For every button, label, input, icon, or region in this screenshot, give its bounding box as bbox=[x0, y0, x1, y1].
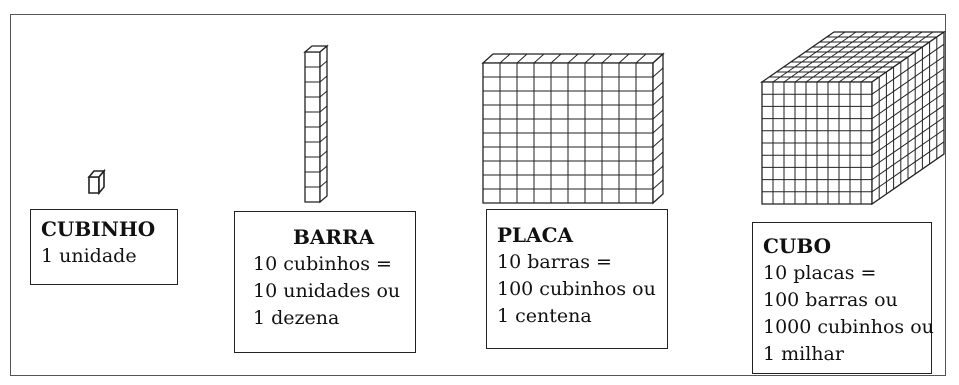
flat-top-face-gridline bbox=[499, 53, 511, 64]
cubo-line-2: 100 barras ou bbox=[763, 289, 898, 311]
cube-side-face-gridline bbox=[871, 68, 945, 120]
cubo-line-4: 1 milhar bbox=[763, 343, 844, 365]
rod-side-face-gridline bbox=[319, 135, 328, 143]
cube-side-face-gridline bbox=[871, 141, 945, 193]
cubo-line-3: 1000 cubinhos ou bbox=[763, 316, 934, 338]
flat-side-face-gridline bbox=[652, 137, 664, 148]
barra-line-2: 10 unidades ou bbox=[253, 280, 401, 302]
cube-side-face-gridline bbox=[871, 116, 945, 168]
diagram-frame bbox=[10, 14, 946, 376]
cube-side-face-gridline bbox=[871, 55, 945, 107]
rod-side-face-gridline bbox=[319, 75, 328, 83]
flat-side-face-gridline bbox=[652, 81, 664, 92]
flat-side-face-gridline bbox=[652, 165, 664, 176]
cubo-line-1: 10 placas = bbox=[763, 262, 877, 284]
flat-top-face-gridline bbox=[550, 53, 562, 64]
placa-line-1: 10 barras = bbox=[497, 251, 612, 273]
rod-side-face-gridline bbox=[319, 105, 328, 113]
barra-title: BARRA bbox=[293, 225, 375, 249]
thousand-cube-drawing bbox=[759, 30, 947, 206]
barra-label-box: BARRA 10 cubinhos = 10 unidades ou 1 dez… bbox=[234, 211, 416, 353]
rod-side-face-gridline bbox=[319, 150, 328, 158]
cubinho-line-1: 1 unidade bbox=[41, 245, 137, 267]
placa-line-2: 100 cubinhos ou bbox=[497, 278, 656, 300]
flat-top-face-gridline bbox=[618, 53, 630, 64]
flat-top-face-gridline bbox=[567, 53, 579, 64]
rod-side-face-gridline bbox=[319, 180, 328, 188]
cubinho-title: CUBINHO bbox=[41, 217, 156, 241]
cubinho-label-box: CUBINHO 1 unidade bbox=[30, 209, 178, 285]
rod-side-face-gridline bbox=[319, 120, 328, 128]
flat-side-face-gridline bbox=[652, 151, 664, 162]
rod-drawing bbox=[303, 44, 329, 204]
placa-title: PLACA bbox=[497, 223, 574, 247]
cube-side-face-gridline bbox=[871, 43, 945, 95]
flat-top-face-gridline bbox=[516, 53, 528, 64]
cube-side-face-gridline bbox=[871, 104, 945, 156]
cubo-title: CUBO bbox=[763, 234, 832, 258]
flat-top-face-gridline bbox=[601, 53, 613, 64]
flat-top-face-gridline bbox=[584, 53, 596, 64]
rod-side-face-gridline bbox=[319, 60, 328, 68]
rod-side-face-gridline bbox=[319, 90, 328, 98]
placa-label-box: PLACA 10 barras = 100 cubinhos ou 1 cent… bbox=[486, 209, 668, 349]
rod-side-face-gridline bbox=[319, 165, 328, 173]
unit-cube-drawing bbox=[87, 168, 106, 196]
flat-side-face-gridline bbox=[652, 123, 664, 134]
flat-side-face-gridline bbox=[652, 95, 664, 106]
flat-top-face-gridline bbox=[635, 53, 647, 64]
cube-side-face-gridline bbox=[871, 129, 945, 181]
flat-side-face-gridline bbox=[652, 67, 664, 78]
flat-drawing bbox=[481, 52, 665, 205]
barra-line-1: 10 cubinhos = bbox=[253, 253, 392, 275]
placa-line-3: 1 centena bbox=[497, 305, 592, 327]
barra-line-3: 1 dezena bbox=[253, 307, 340, 329]
flat-side-face-gridline bbox=[652, 109, 664, 120]
cube-side-face-gridline bbox=[871, 92, 945, 144]
flat-side-face-gridline bbox=[652, 179, 664, 190]
flat-top-face-gridline bbox=[533, 53, 545, 64]
cubo-label-box: CUBO 10 placas = 100 barras ou 1000 cubi… bbox=[752, 222, 934, 374]
cube-side-face-gridline bbox=[871, 80, 945, 132]
